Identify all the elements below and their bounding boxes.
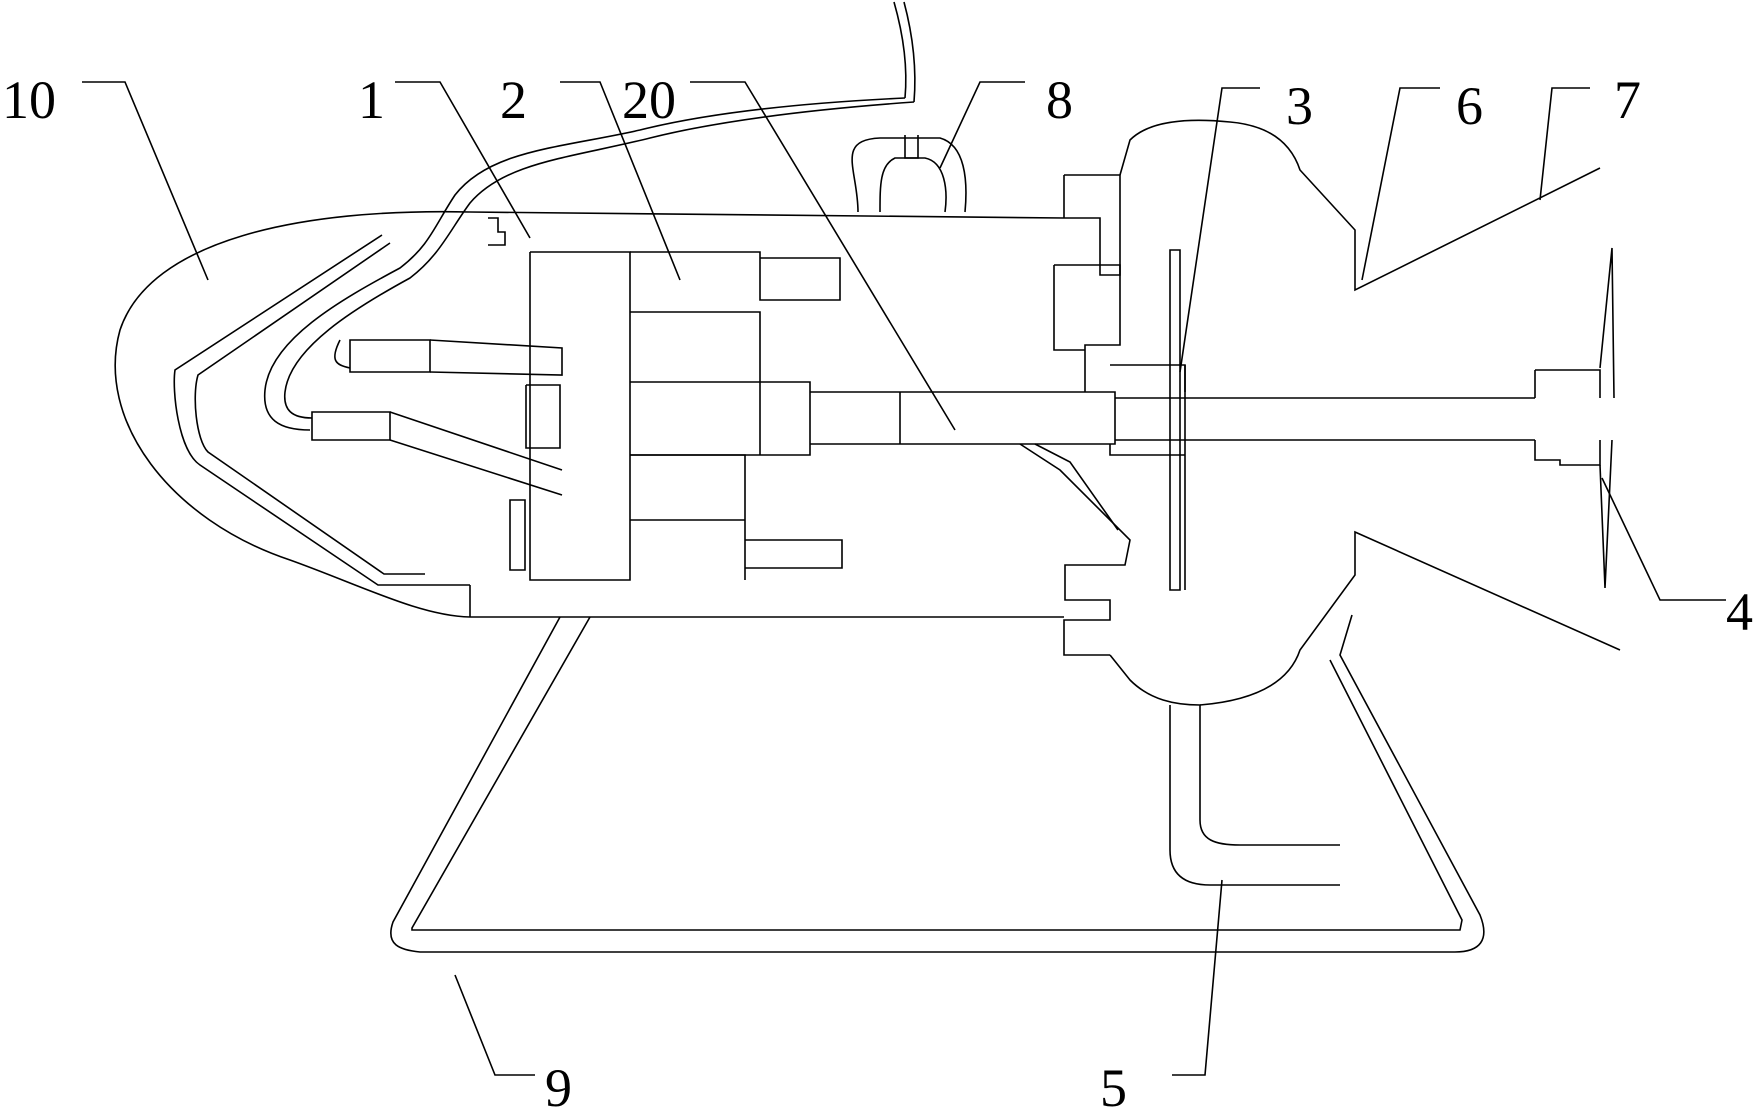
motor-housing — [469, 211, 1065, 618]
label-1: 1 — [358, 70, 385, 130]
label-10: 10 — [2, 70, 56, 130]
label-6: 6 — [1456, 76, 1483, 136]
label-20: 20 — [622, 70, 676, 130]
label-8: 8 — [1046, 70, 1073, 130]
label-9: 9 — [545, 1058, 572, 1111]
shaft — [810, 391, 1535, 445]
label-5: 5 — [1100, 1058, 1127, 1111]
nose-shroud — [114, 210, 471, 618]
leader-lines — [82, 81, 1726, 1076]
cable-and-lifting-lug — [263, 1, 967, 431]
label-2: 2 — [500, 70, 527, 130]
support-frame — [390, 614, 1485, 953]
label-4: 4 — [1726, 582, 1753, 642]
label-7: 7 — [1614, 70, 1641, 130]
volute-casing — [1109, 119, 1621, 886]
seal-flange — [1019, 174, 1186, 656]
motor-internals — [311, 251, 843, 581]
label-3: 3 — [1286, 76, 1313, 136]
impeller — [1534, 247, 1615, 589]
